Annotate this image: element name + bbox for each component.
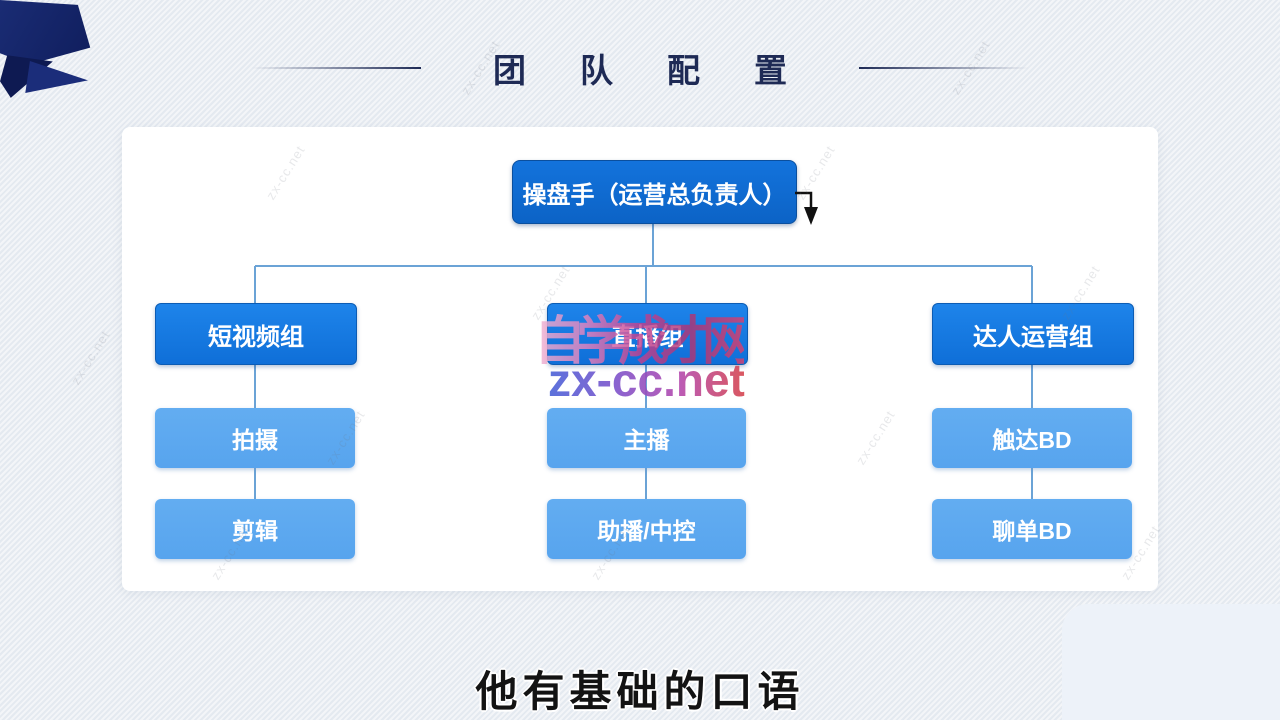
org-node-member: 聊单BD [932,499,1132,559]
org-chart-connectors [254,222,1033,499]
org-node-root: 操盘手（运营总负责人） [512,160,797,224]
corner-panel [1062,604,1280,720]
org-node-member: 剪辑 [155,499,355,559]
org-node-group-short-video: 短视频组 [155,303,357,365]
subtitle-caption: 他有基础的口语 [475,670,805,716]
title-divider-right [859,67,1029,69]
watermark-tile: zx-cc.net [67,327,114,388]
watermark-site-url: zx-cc.net [548,354,745,406]
page-title: 团队配置 [493,54,841,90]
org-node-member: 拍摄 [155,408,355,468]
title-divider-left [251,67,421,69]
org-node-member: 触达BD [932,408,1132,468]
ribbon-decoration [0,0,120,125]
org-node-group-live: 直播组 [547,303,748,365]
elbow-arrow-icon [795,191,818,225]
org-node-member: 主播 [547,408,746,468]
org-node-member: 助播/中控 [547,499,746,559]
slide-header: 团队配置 [0,44,1280,92]
watermark-site-name: 自学成才网 [534,313,754,371]
org-chart-card: 操盘手（运营总负责人） 短视频组 直播组 达人运营组 拍摄 剪辑 主播 助播/中… [122,127,1158,591]
org-node-group-influencer: 达人运营组 [932,303,1134,365]
